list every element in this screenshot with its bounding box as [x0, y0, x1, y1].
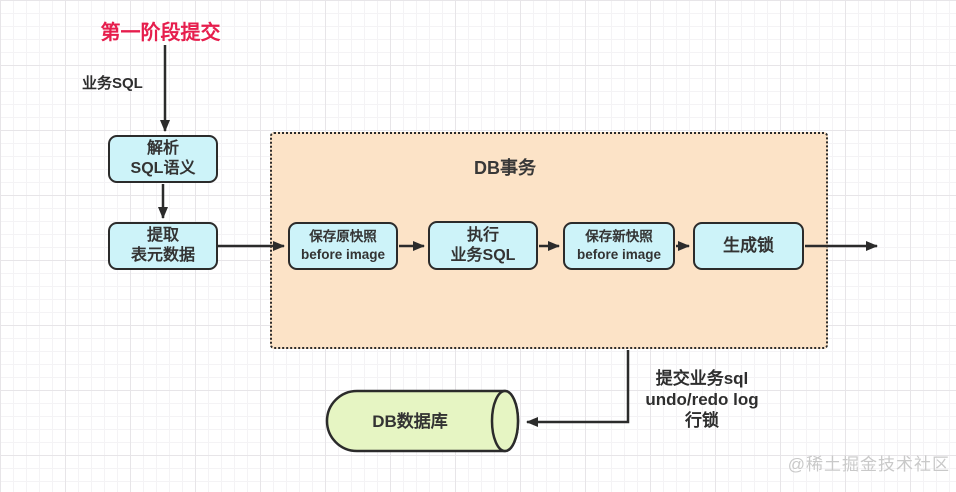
node-execute-line2: 业务SQL [450, 246, 516, 264]
commit-note: 提交业务sql undo/redo log 行锁 [628, 368, 776, 431]
node-save-new-line1: 保存新快照 [585, 229, 653, 244]
arrow-commit-to-database [526, 350, 630, 427]
node-extract-line2: 表元数据 [130, 247, 195, 264]
watermark: @稀土掘金技术社区 [787, 455, 950, 474]
node-extract-line1: 提取 [146, 227, 179, 244]
commit-note-line2: undo/redo log [645, 390, 759, 409]
node-parse-sql: 解析 SQL语义 [108, 135, 218, 183]
node-save-original-snapshot: 保存原快照 before image [288, 222, 398, 270]
node-gen-lock-label: 生成锁 [723, 236, 774, 255]
node-save-original-line1: 保存原快照 [309, 229, 377, 244]
database-cylinder-rim [490, 389, 520, 453]
commit-note-line3: 行锁 [685, 411, 719, 430]
node-execute-sql: 执行 业务SQL [428, 221, 538, 270]
node-save-original-line2: before image [300, 247, 386, 262]
database-cylinder [325, 389, 520, 453]
node-extract-metadata: 提取 表元数据 [108, 222, 218, 270]
transaction-title: DB事务 [474, 158, 536, 178]
node-parse-line2: SQL语义 [130, 160, 196, 177]
node-save-new-snapshot: 保存新快照 before image [563, 222, 675, 270]
database-label: DB数据库 [372, 412, 448, 431]
node-parse-line1: 解析 [146, 140, 179, 157]
business-sql-label: 业务SQL [82, 75, 143, 92]
phase-label: 第一阶段提交 [100, 22, 221, 44]
node-generate-lock: 生成锁 [693, 222, 804, 270]
commit-note-line1: 提交业务sql [655, 369, 749, 388]
node-save-new-line2: before image [576, 247, 662, 262]
node-execute-line1: 执行 [466, 226, 499, 244]
